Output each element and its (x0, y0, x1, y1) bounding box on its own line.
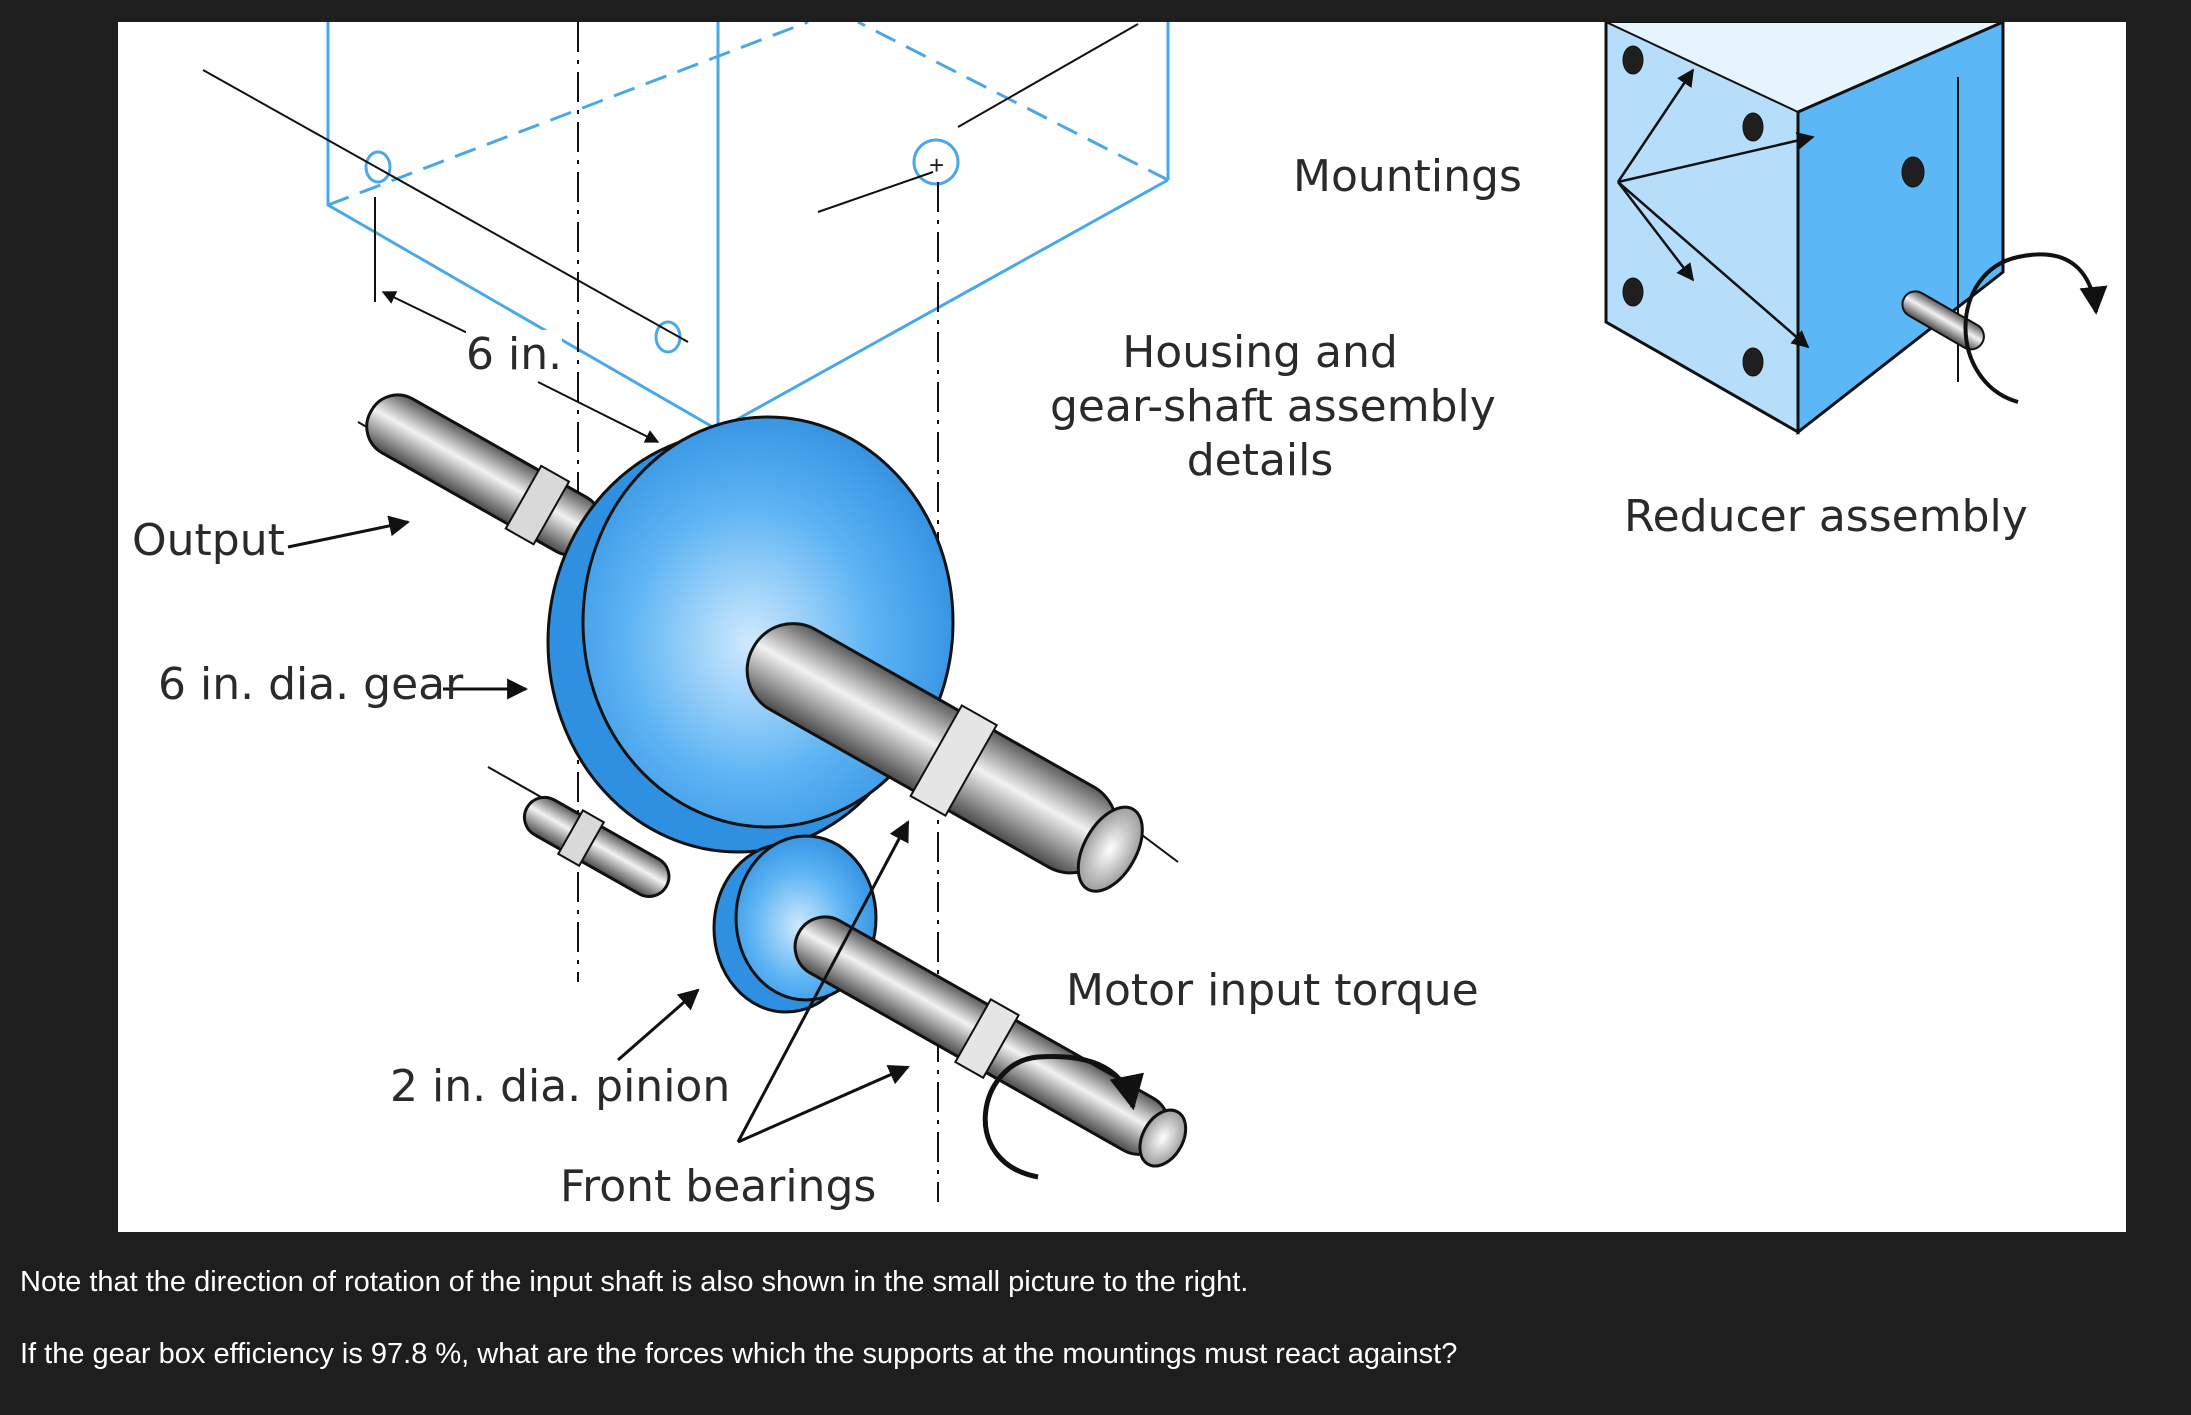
reducer-assembly (1604, 22, 2108, 436)
housing-label-line1: Housing and (1122, 327, 1398, 378)
svg-text:+: + (929, 150, 944, 180)
output-label: Output (132, 515, 285, 566)
front-bearings-label: Front bearings (560, 1161, 877, 1212)
output-shaft (365, 393, 604, 557)
mountings-label: Mountings (1293, 151, 1522, 202)
leader-arrows (287, 515, 910, 1144)
housing-outline (326, 22, 1170, 433)
pinion-label: 2 in. dia. pinion (390, 1061, 731, 1112)
reducer-label: Reducer assembly (1624, 491, 2028, 542)
housing-mount-holes: + (364, 138, 960, 354)
motor-input-label: Motor input torque (1066, 965, 1479, 1016)
gearbox-diagram: + (202, 22, 2108, 1202)
output-shaft-front (745, 622, 1144, 893)
motor-torque-arrow (982, 1053, 1144, 1180)
housing-label-line2: gear-shaft assembly (1050, 381, 1496, 432)
input-shaft-back (522, 795, 671, 898)
mountings-arrows (1616, 68, 1815, 349)
figure-panel: + (118, 22, 2126, 1232)
input-shaft-front (793, 915, 1188, 1168)
large-gear (546, 415, 955, 854)
housing-label-line3: details (1186, 435, 1334, 486)
gear-label: 6 in. dia. gear (158, 659, 464, 710)
question-note: Note that the direction of rotation of t… (20, 1266, 1249, 1298)
question-prompt: If the gear box efficiency is 97.8 %, wh… (20, 1338, 1458, 1370)
dimension-label: 6 in. (466, 329, 563, 381)
